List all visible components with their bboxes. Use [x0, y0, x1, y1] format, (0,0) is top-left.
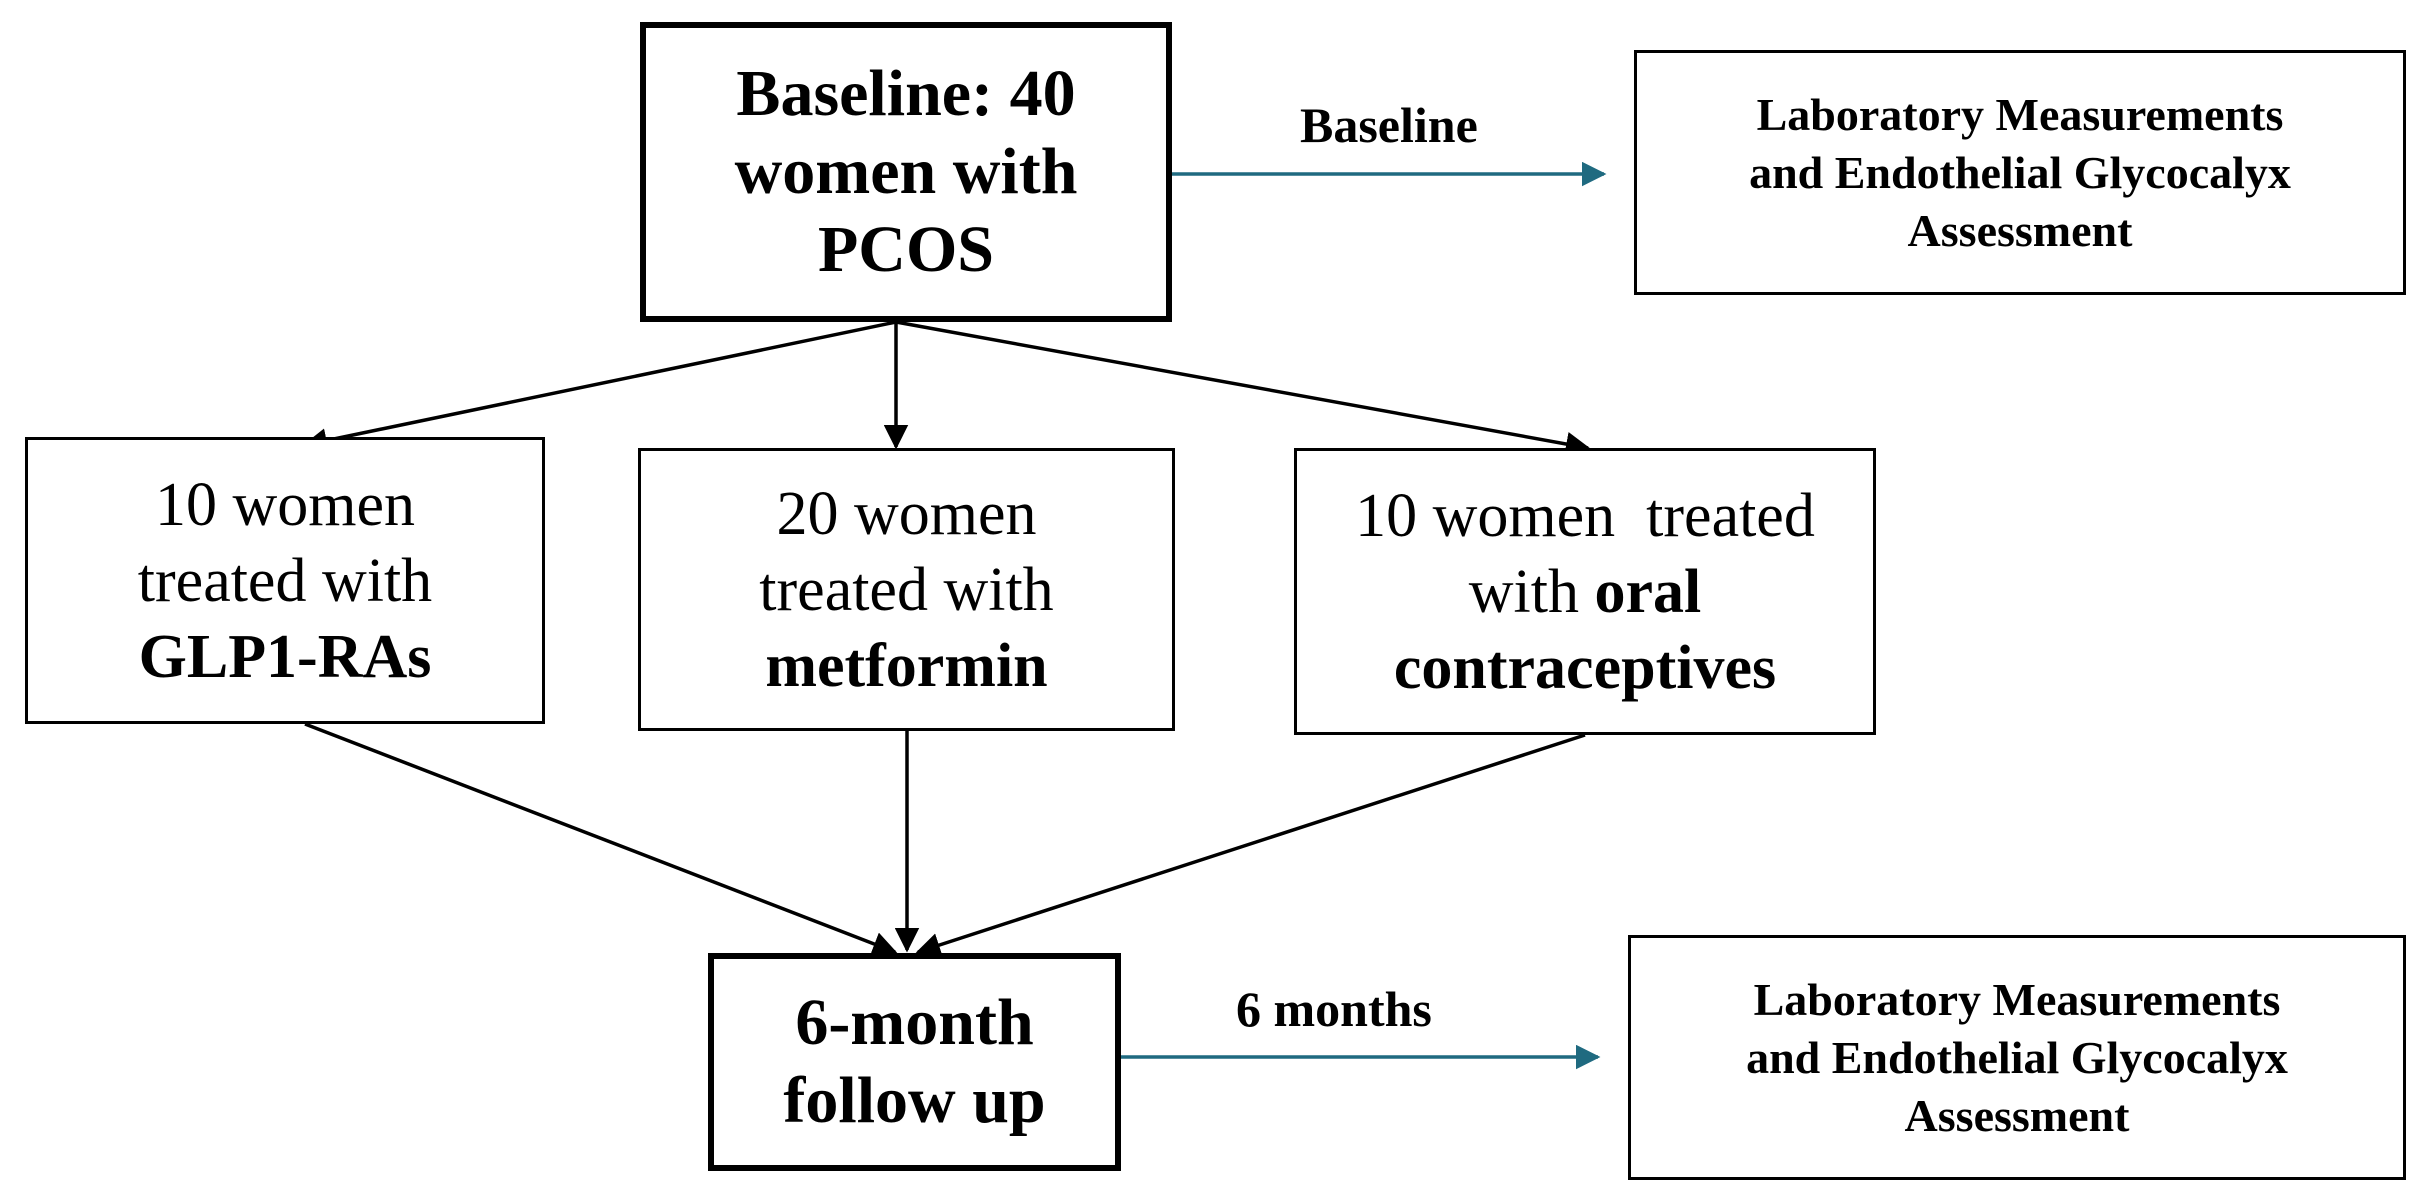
oc-line2-plain: with — [1468, 557, 1595, 626]
baseline-arrow-label: Baseline — [1300, 97, 1478, 153]
metformin-line1: 20 women — [776, 479, 1037, 548]
lab-top-line1: Laboratory Measurements — [1756, 88, 2284, 140]
baseline-line3: PCOS — [817, 213, 995, 286]
followup-line1: 6-month — [795, 986, 1034, 1059]
followup-arrow-label: 6 months — [1236, 981, 1432, 1037]
baseline-box: Baseline: 40 women with PCOS — [640, 22, 1172, 322]
lab-bottom-line1: Laboratory Measurements — [1753, 973, 2281, 1025]
metformin-line2: treated with — [759, 555, 1054, 624]
lab-box-bottom: Laboratory Measurements and Endothelial … — [1628, 935, 2406, 1180]
group-glp1-box: 10 women treated with GLP1-RAs — [25, 437, 545, 724]
lab-top-line3: Assessment — [1907, 204, 2133, 256]
baseline-line2: women with — [734, 135, 1078, 208]
oc-line1: 10 women treated — [1355, 481, 1815, 550]
oc-line2-bold: oral — [1594, 557, 1702, 626]
lab-bottom-line2: and Endothelial Glycocalyx — [1746, 1031, 2288, 1083]
lab-top-line2: and Endothelial Glycocalyx — [1749, 146, 2291, 198]
arrow-baseline-to-glp1 — [302, 320, 897, 453]
baseline-line1: Baseline: 40 — [736, 57, 1076, 130]
arrow-oc-to-followup — [915, 733, 1586, 957]
lab-bottom-line3: Assessment — [1904, 1089, 2130, 1141]
oc-line2: with oral — [1469, 554, 1701, 630]
group-metformin-box: 20 women treated with metformin — [638, 448, 1175, 731]
glp1-line1: 10 women — [154, 470, 416, 539]
followup-line2: follow up — [783, 1064, 1046, 1137]
arrow-glp1-to-followup — [304, 722, 898, 956]
metformin-line3: metformin — [765, 631, 1048, 700]
glp1-line3: GLP1-RAs — [138, 622, 432, 691]
oc-line3: contraceptives — [1393, 633, 1777, 702]
arrow-baseline-to-oc — [895, 320, 1591, 457]
glp1-line2: treated with — [137, 546, 433, 615]
group-oc-box: 10 women treated with oral contraceptive… — [1294, 448, 1876, 735]
followup-box: 6-month follow up — [708, 953, 1121, 1171]
lab-box-top: Laboratory Measurements and Endothelial … — [1634, 50, 2406, 295]
